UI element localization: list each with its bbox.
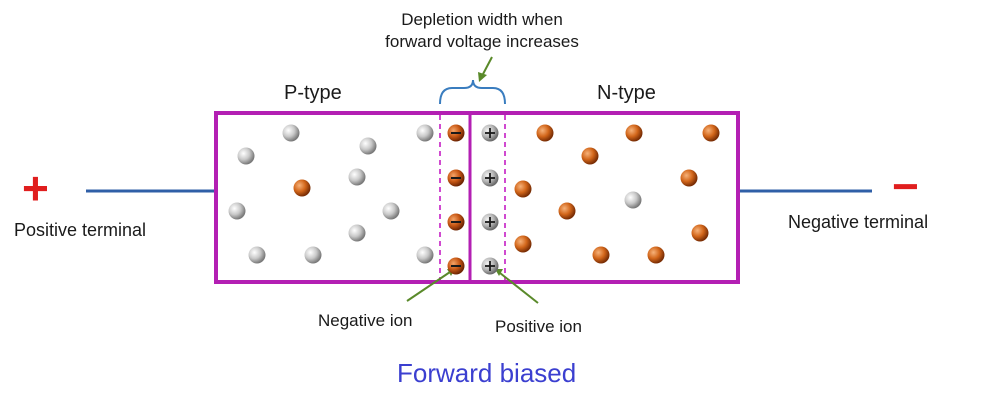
depletion-annotation-line2: forward voltage increases — [385, 32, 579, 51]
n-type-label: N-type — [597, 82, 656, 104]
negative-ion — [447, 213, 465, 231]
hole-carrier — [382, 202, 400, 220]
positive-terminal-label: Positive terminal — [14, 220, 147, 240]
negative-ion — [447, 257, 465, 275]
electron-carrier — [592, 246, 610, 264]
positive-ion-label: Positive ion — [495, 317, 582, 336]
electron-carrier — [702, 124, 720, 142]
positive-ions — [481, 124, 499, 275]
positive-terminal-sign: + — [22, 162, 49, 214]
negative-ion — [447, 169, 465, 187]
annotation-pointer-head — [478, 72, 487, 82]
p-region-holes — [228, 124, 642, 264]
hole-carrier — [624, 191, 642, 209]
diagram-caption: Forward biased — [397, 358, 577, 388]
electron-carrier — [680, 169, 698, 187]
junction-box — [214, 111, 740, 284]
positive-ion — [481, 124, 499, 142]
annotation-pointer — [481, 56, 493, 77]
hole-carrier — [348, 224, 366, 242]
negative-ion — [447, 124, 465, 142]
positive-ion — [481, 169, 499, 187]
hole-carrier — [416, 246, 434, 264]
negative-terminal-label: Negative terminal — [788, 212, 929, 232]
positive-ion — [481, 213, 499, 231]
negative-ions — [447, 124, 465, 275]
hole-carrier — [228, 202, 246, 220]
n-region-electrons — [293, 124, 720, 264]
electron-carrier — [691, 224, 709, 242]
negative-terminal-sign: − — [892, 160, 919, 212]
depletion-annotation: Depletion width when forward voltage inc… — [347, 9, 617, 53]
hole-carrier — [304, 246, 322, 264]
hole-carrier — [282, 124, 300, 142]
electron-carrier — [647, 246, 665, 264]
electron-carrier — [581, 147, 599, 165]
p-type-label: P-type — [284, 82, 342, 104]
electron-carrier — [514, 235, 532, 253]
hole-carrier — [248, 246, 266, 264]
hole-carrier — [237, 147, 255, 165]
hole-carrier — [348, 168, 366, 186]
electron-carrier — [558, 202, 576, 220]
electron-carrier — [536, 124, 554, 142]
depletion-annotation-line1: Depletion width when — [401, 10, 563, 29]
electron-carrier — [625, 124, 643, 142]
positive-ion — [481, 257, 499, 275]
negative-ion-pointer — [406, 271, 451, 302]
hole-carrier — [416, 124, 434, 142]
electron-carrier — [514, 180, 532, 198]
negative-ion-label: Negative ion — [318, 311, 413, 330]
depletion-bracket — [439, 79, 506, 105]
electron-carrier — [293, 179, 311, 197]
hole-carrier — [359, 137, 377, 155]
positive-ion-pointer — [499, 272, 539, 304]
